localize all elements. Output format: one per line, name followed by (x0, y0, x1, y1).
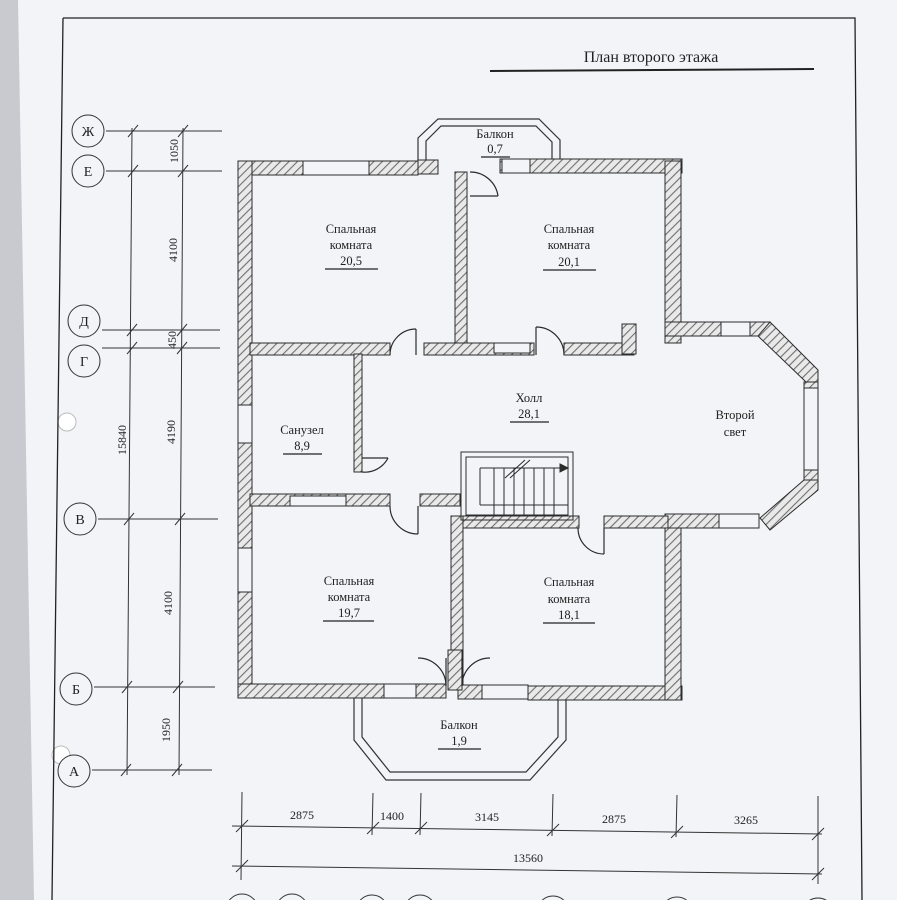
dimension-lines-bottom (231, 791, 825, 884)
bedroom-nw-area: 20,5 (340, 254, 362, 268)
dim-v-4100-top: 4100 (166, 238, 180, 262)
bedroom-se-name: Спальная (544, 575, 595, 589)
dim-v-1950: 1950 (159, 718, 173, 742)
bedroom-nw-name: Спальная (326, 222, 377, 236)
axis-label-d: Д (79, 315, 89, 330)
balcony-bottom-outline (353, 698, 567, 781)
dim-h-3145: 3145 (475, 810, 499, 824)
bedroom-se-area: 18,1 (558, 608, 580, 622)
dim-h-1400: 1400 (380, 809, 404, 823)
dim-v-4190: 4190 (164, 420, 178, 444)
dim-h-2875-2: 2875 (602, 812, 626, 826)
axis-bubbles (57, 114, 105, 788)
bedroom-ne-name: Спальная (544, 222, 595, 236)
axis-grid-left (92, 124, 222, 777)
dim-v-4100-bottom: 4100 (161, 591, 175, 615)
punch-hole-icon (57, 412, 77, 432)
axis-label-ye: Е (84, 165, 93, 180)
paper-shadow (0, 0, 34, 900)
axis-label-g: Г (80, 355, 88, 370)
drawing-frame (63, 17, 863, 900)
bedroom-sw-name: Спальная (324, 574, 375, 588)
balcony-top-name: Балкон (476, 127, 514, 141)
bedroom-nw-name2: комната (330, 238, 373, 252)
axis-bubbles-bottom (228, 893, 827, 900)
second-light-name2: свет (724, 425, 747, 439)
hall-name: Холл (516, 391, 543, 405)
axis-label-b: Б (72, 683, 80, 698)
dim-v-1050: 1050 (167, 139, 181, 163)
staircase (460, 451, 574, 521)
door-swings (361, 171, 605, 687)
dim-h-total: 13560 (513, 851, 543, 865)
bedroom-ne-name2: комната (548, 238, 591, 252)
bathroom-area: 8,9 (294, 439, 310, 453)
bedroom-se-name2: комната (548, 592, 591, 606)
page-title: План второго этажа (584, 49, 719, 66)
dim-h-2875-1: 2875 (290, 808, 314, 822)
balcony-bottom-area: 1,9 (451, 734, 467, 748)
axis-label-v: В (75, 513, 84, 528)
dim-v-total: 15840 (115, 425, 129, 455)
balcony-top-area: 0,7 (487, 142, 503, 156)
title-underline (489, 68, 815, 72)
drawing-frame-left (51, 17, 64, 900)
dim-v-450: 450 (165, 331, 179, 349)
axis-label-a: А (69, 765, 80, 780)
axis-label-zh: Ж (82, 125, 95, 140)
dim-h-3265: 3265 (734, 813, 758, 827)
bathroom-name: Санузел (280, 423, 324, 437)
balcony-bottom-name: Балкон (440, 718, 478, 732)
balcony-top-outline (417, 118, 561, 160)
bedroom-sw-name2: комната (328, 590, 371, 604)
windows (237, 158, 819, 700)
hall-area: 28,1 (518, 407, 540, 421)
bedroom-sw-area: 19,7 (338, 606, 360, 620)
bedroom-ne-area: 20,1 (558, 255, 580, 269)
second-light-name: Второй (715, 408, 754, 422)
